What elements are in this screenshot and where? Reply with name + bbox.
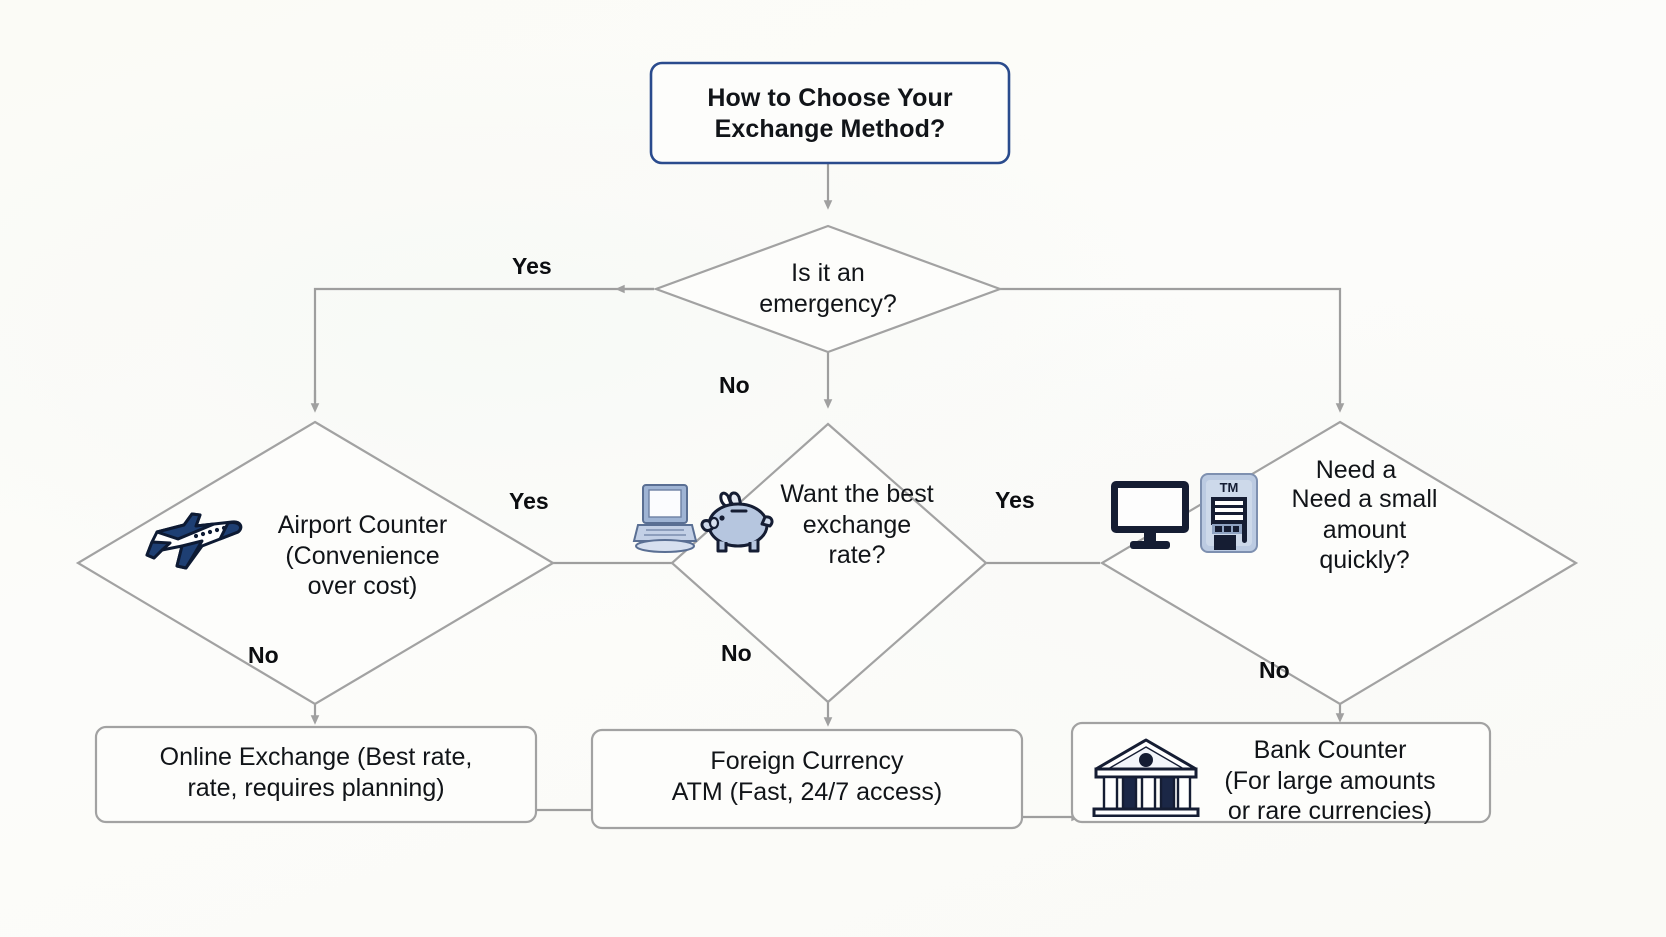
edge-label-small-no: No: [1259, 657, 1290, 683]
edge-emergency-right-path: [1000, 287, 1342, 402]
edge-label-bestrate-yes: Yes: [995, 487, 1035, 513]
edge-label-bestrate-no: No: [721, 640, 752, 666]
decision-small-amount-shape[interactable]: [1099, 420, 1579, 706]
outcome-online-exchange-shape[interactable]: [94, 725, 538, 824]
title-node-shape[interactable]: [649, 61, 1011, 165]
edge-label-emergency-no: No: [719, 372, 750, 398]
outcome-currency-atm-shape[interactable]: [590, 728, 1024, 830]
decision-best-rate-shape[interactable]: [670, 422, 988, 704]
edge-label-airport-yes: Yes: [509, 488, 549, 514]
edge-label-airport-no: No: [248, 642, 279, 668]
decision-airport-shape[interactable]: [75, 420, 556, 706]
edge-emergency-yes-path: [313, 287, 654, 402]
decision-emergency-shape[interactable]: [652, 224, 1004, 354]
edge-label-emergency-yes: Yes: [512, 253, 552, 279]
outcome-bank-counter-shape[interactable]: [1070, 721, 1492, 824]
